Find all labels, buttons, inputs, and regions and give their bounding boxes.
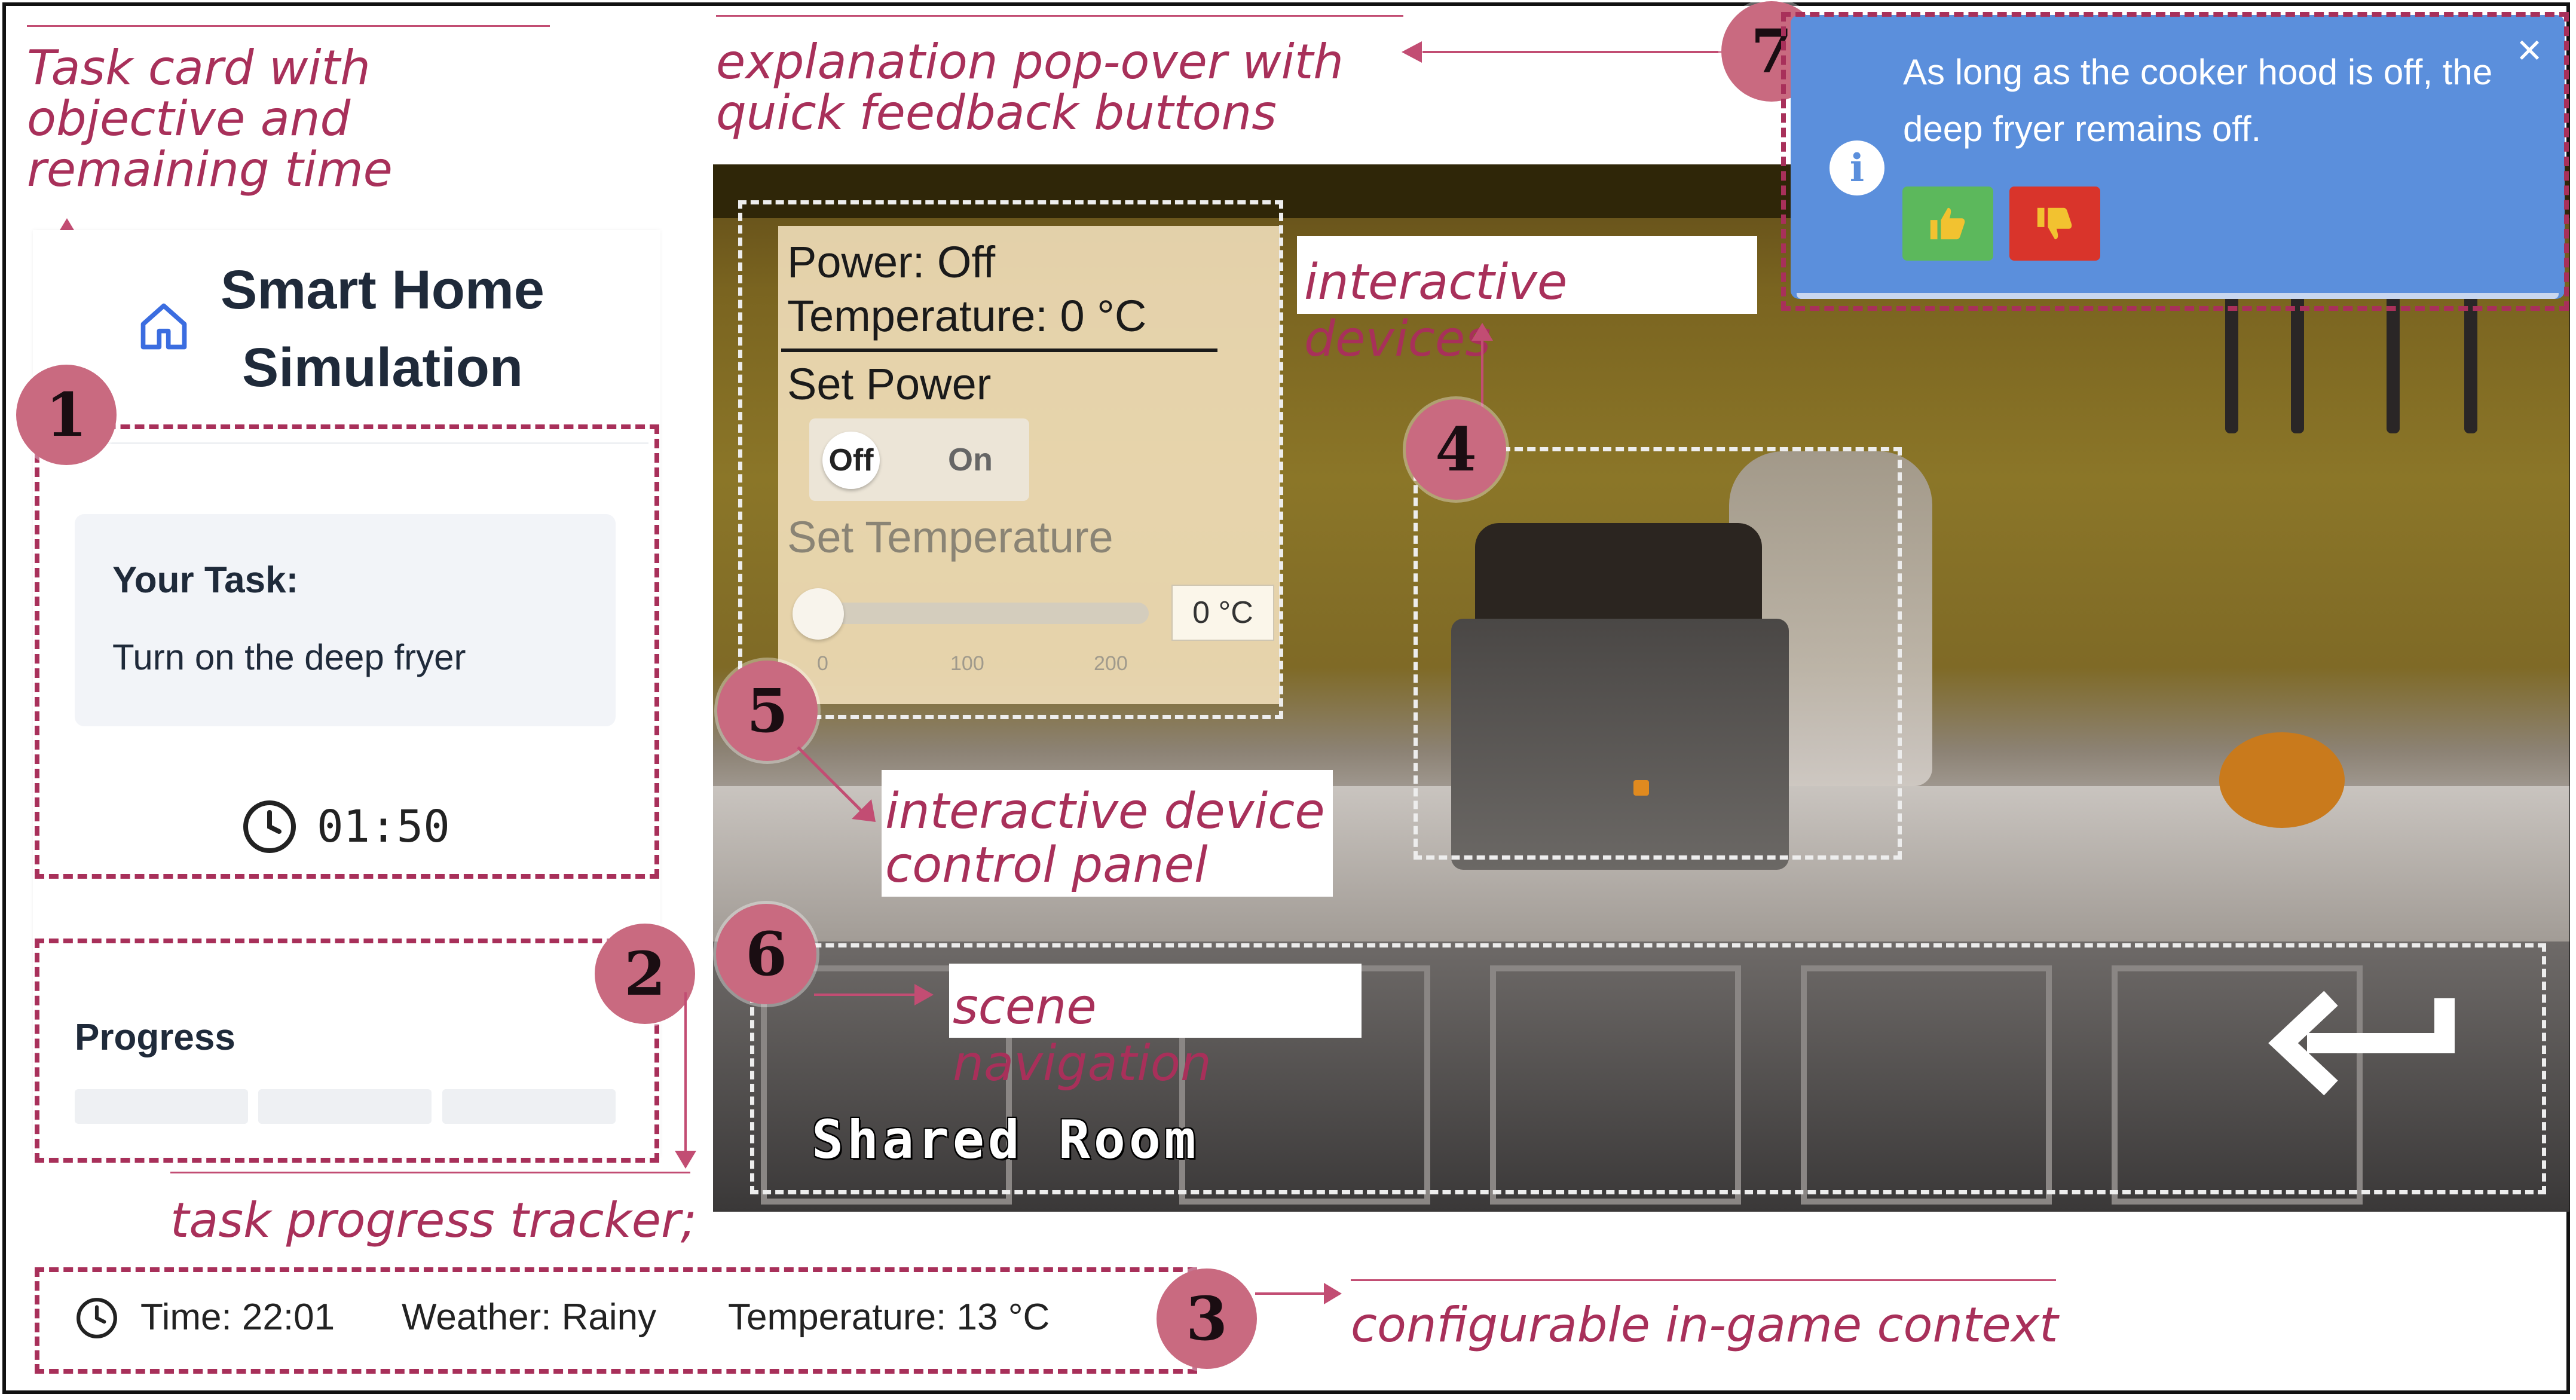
fryer-indicator-light (1633, 780, 1649, 796)
clock-icon (241, 798, 298, 855)
annotation-progress-tracker: task progress tracker; (170, 1193, 697, 1248)
title-divider (45, 442, 648, 444)
context-weather: Weather: Rainy (402, 1297, 657, 1338)
highlight-interactive-device (1414, 447, 1902, 860)
temperature-status: Temperature: 0 °C (787, 291, 1147, 341)
deep-fryer-device[interactable] (1451, 523, 1789, 870)
annotation-context: configurable in-game context (1351, 1297, 2058, 1353)
task-timer: 01:50 (317, 801, 450, 852)
cabinet-door (2112, 965, 2363, 1205)
annotation-arrow-control-panel (795, 744, 885, 828)
temperature-value-box[interactable]: 0 °C (1171, 585, 1274, 641)
cabinet-door (1801, 965, 2052, 1205)
fryer-body (1451, 619, 1789, 870)
temperature-slider[interactable] (793, 588, 1149, 640)
set-temperature-label: Set Temperature (787, 512, 1113, 562)
highlight-explanation-popover (1781, 12, 2569, 311)
annotation-explanation: explanation pop-over with quick feedback… (716, 34, 1344, 140)
thumbs-up-button[interactable] (1902, 187, 1993, 261)
thumbs-down-button[interactable] (2009, 187, 2100, 261)
pumpkin-decoration (2219, 732, 2345, 828)
slider-tick-min: 0 (817, 652, 828, 675)
device-control-panel: Power: Off Temperature: 0 °C Set Power O… (778, 226, 1280, 704)
home-icon[interactable] (136, 299, 191, 354)
power-status: Power: Off (787, 237, 996, 287)
return-arrow-icon[interactable] (2265, 986, 2462, 1100)
info-icon: i (1829, 140, 1884, 195)
badge-2: 2 (595, 924, 695, 1024)
arrowhead-down-icon (675, 1151, 696, 1169)
annotation-control-panel: interactive device control panel (882, 770, 1333, 897)
annotation-scene-navigation: scene navigation (949, 964, 1362, 1092)
task-card (75, 514, 616, 726)
badge-4: 4 (1406, 399, 1506, 500)
annotation-interactive-devices: interactive devices (1297, 236, 1757, 368)
context-temperature: Temperature: 13 °C (728, 1297, 1050, 1338)
power-toggle-off[interactable]: Off (822, 432, 880, 489)
app-title: Smart Home Simulation (197, 251, 568, 406)
progress-step-2 (258, 1089, 432, 1124)
progress-step-1 (75, 1089, 248, 1124)
task-label: Your Task: (112, 560, 299, 601)
temperature-slider-thumb[interactable] (793, 588, 844, 640)
set-power-label: Set Power (787, 359, 992, 409)
badge-3: 3 (1157, 1268, 1257, 1369)
annotation-task-card: Task card with objective and remaining t… (27, 40, 393, 197)
highlight-control-panel (738, 200, 1283, 719)
cabinet-door (1490, 965, 1741, 1205)
fryer-lid (1475, 523, 1762, 637)
annotation-underline-task-card (27, 25, 550, 27)
app-title-line2: Simulation (241, 337, 524, 398)
badge-5: 5 (717, 661, 818, 761)
panel-divider (781, 349, 1217, 352)
progress-label: Progress (75, 1017, 235, 1058)
slider-tick-mid: 100 (950, 652, 984, 675)
arrowhead-left-explanation-icon (1402, 41, 1422, 63)
power-toggle-on[interactable]: On (948, 442, 993, 478)
context-time: Time: 22:01 (140, 1297, 335, 1338)
app-title-line1: Smart Home (221, 259, 544, 320)
close-icon[interactable]: × (2516, 26, 2542, 74)
context-clock-icon (75, 1296, 119, 1340)
arrowhead-right-context-icon (1324, 1283, 1342, 1304)
highlight-progress-tracker (35, 939, 659, 1163)
room-name-label[interactable]: Shared Room (812, 1109, 1200, 1170)
slider-tick-max: 200 (1094, 652, 1128, 675)
highlight-scene-navigation (750, 943, 2546, 1194)
popover-bottom-strip (1797, 293, 2559, 299)
annotation-underline-context (1351, 1279, 2056, 1281)
annotation-underline-explanation (716, 15, 1403, 17)
annotation-arrow-explanation (1422, 51, 1733, 53)
highlight-task-card (35, 424, 659, 879)
arrowhead-up-devices-icon (1471, 323, 1493, 341)
cabinet-door (761, 965, 1012, 1205)
explanation-popover: × i As long as the cooker hood is off, t… (1791, 15, 2565, 299)
progress-step-3 (442, 1089, 616, 1124)
explanation-message: As long as the cooker hood is off, the d… (1903, 52, 2493, 149)
badge-6: 6 (716, 904, 816, 1004)
annotation-arrow-navigation (814, 994, 919, 996)
annotation-arrow-devices (1481, 341, 1483, 412)
annotation-arrow-progress (684, 992, 687, 1157)
badge-1: 1 (16, 365, 117, 465)
annotation-arrow-context (1255, 1292, 1330, 1295)
task-text: Turn on the deep fryer (112, 637, 466, 677)
annotation-underline-progress (170, 1172, 690, 1173)
arrowhead-right-nav-icon (914, 984, 934, 1005)
power-toggle[interactable]: Off On (809, 418, 1029, 501)
highlight-context-bar (35, 1267, 1197, 1374)
